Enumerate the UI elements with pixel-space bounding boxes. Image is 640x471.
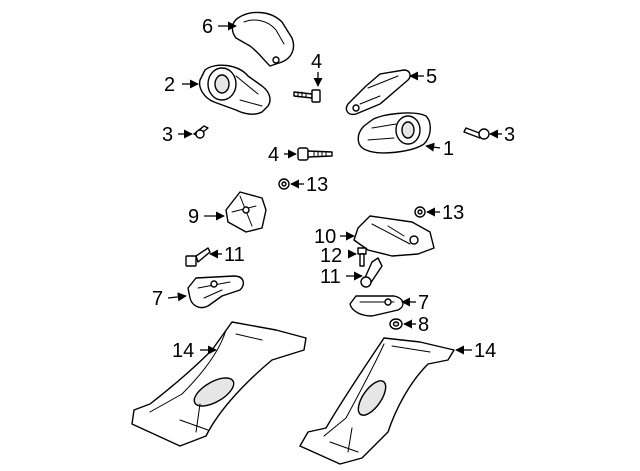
part-5-bracket-right <box>345 69 411 116</box>
callout-6: 6 <box>202 16 213 38</box>
callout-10: 10 <box>314 226 336 248</box>
callout-7-right: 7 <box>418 292 429 314</box>
part-1-engine-mount-right <box>357 112 431 154</box>
part-13-nut-left <box>278 178 290 190</box>
callout-13-left: 13 <box>306 174 328 196</box>
part-2-engine-mount-left <box>198 64 271 115</box>
part-3-bolt-left <box>193 125 209 139</box>
callout-9: 9 <box>188 206 199 228</box>
leader-lines <box>167 21 502 355</box>
part-11-bolt-right <box>360 257 383 288</box>
callout-13-right: 13 <box>442 202 464 224</box>
callout-numbers: 6 2 4 5 3 3 1 4 13 13 9 10 12 11 11 7 7 … <box>152 16 515 362</box>
callout-4-lower: 4 <box>268 144 279 166</box>
part-8-nut <box>389 318 403 330</box>
callout-1: 1 <box>443 138 454 160</box>
part-10-mount-bracket-right <box>353 215 435 257</box>
callout-14-left: 14 <box>172 340 194 362</box>
callout-4-upper: 4 <box>311 51 322 73</box>
part-14-skid-plate-right <box>299 337 455 465</box>
part-4-bolt-upper <box>293 89 321 103</box>
callout-11-left: 11 <box>224 244 245 266</box>
part-12-bolt <box>357 247 367 267</box>
callout-14-right: 14 <box>474 340 496 362</box>
part-6-heat-shield <box>231 11 295 67</box>
callout-8: 8 <box>418 314 429 336</box>
callout-12: 12 <box>320 245 342 267</box>
part-7-bracket-left <box>187 275 245 309</box>
part-11-bolt-left <box>185 247 211 267</box>
leader-1 <box>425 142 441 152</box>
callout-3-right: 3 <box>504 124 515 146</box>
part-9-mount-bracket-left <box>225 191 267 233</box>
leader-7-left <box>167 292 187 302</box>
callout-5: 5 <box>426 66 437 88</box>
part-13-nut-right <box>414 206 426 218</box>
part-14-skid-plate-left <box>131 321 307 447</box>
callout-7-left: 7 <box>152 288 163 310</box>
callout-2: 2 <box>164 74 175 96</box>
callout-3-left: 3 <box>162 124 173 146</box>
callout-11-right: 11 <box>320 266 341 288</box>
part-7-bracket-right <box>349 295 404 317</box>
part-4-bolt-lower <box>297 147 333 161</box>
part-3-bolt-right <box>463 127 490 140</box>
